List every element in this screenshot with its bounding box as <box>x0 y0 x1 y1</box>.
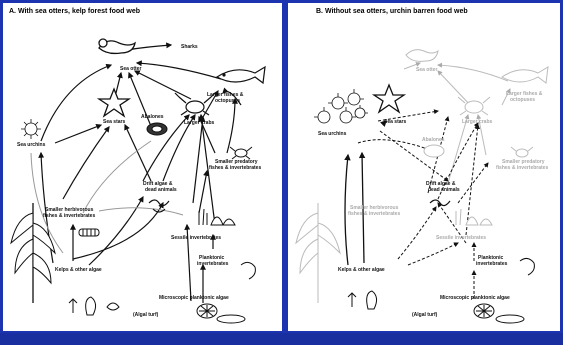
bottom-frame-bar <box>0 333 563 345</box>
sea-urchin-cluster-icon <box>314 89 368 123</box>
label-kelps-b: Kelps & other algae <box>338 267 385 273</box>
label-kelps: Kelps & other algae <box>55 267 102 273</box>
sea-otter-icon <box>99 39 135 53</box>
food-web-grey-arrows-a <box>31 141 183 253</box>
label-sea-otter: Sea otter <box>120 66 141 72</box>
algae-cluster-icon <box>69 297 119 315</box>
fish-school-icon-b <box>496 315 524 323</box>
planktonic-invertebrate-icon <box>241 262 255 279</box>
label-abalones: Abalones <box>141 114 164 120</box>
label-smaller-herbivorous-2: fishes & invertebrates <box>43 213 95 219</box>
abalone-faded-icon <box>424 145 444 157</box>
label-octopuses: octopuses <box>215 98 240 104</box>
planktonic-invertebrate-icon-b <box>520 258 534 275</box>
panel-a-title: A. With sea otters, kelp forest food web <box>9 8 140 15</box>
label-larger-crabs-b: Larger crabs <box>462 119 493 125</box>
fish-school-icon <box>217 315 245 323</box>
label-sea-stars-b: Sea stars <box>384 119 406 125</box>
label-smaller-predatory-2-b: fishes & invertebrates <box>496 165 548 171</box>
label-drift-2: dead animals <box>145 187 177 193</box>
sea-star-icon-b <box>374 85 404 112</box>
label-sharks: Sharks <box>181 44 198 50</box>
label-sea-stars: Sea stars <box>103 119 125 125</box>
large-crab-faded-icon <box>458 97 490 115</box>
sessile-invertebrates-icon <box>199 209 235 225</box>
diatom-icon <box>197 304 217 318</box>
panel-b-title: B. Without sea otters, urchin barren foo… <box>316 8 468 15</box>
small-crab-faded-icon <box>511 147 533 157</box>
solid-arrows-b <box>345 121 386 265</box>
sea-urchin-icon <box>21 119 41 139</box>
label-planktonic-2: invertebrates <box>197 261 229 267</box>
label-smaller-herbivorous-2-b: fishes & invertebrates <box>348 211 400 217</box>
label-microscopic: Microscopic planktonic algae <box>159 295 229 301</box>
label-drift-2-b: dead animals <box>428 187 460 193</box>
label-sessile-b: Sessile invertebrates <box>436 235 486 241</box>
abalone-icon <box>147 123 167 135</box>
diatom-icon-b <box>474 304 494 318</box>
sea-star-icon <box>99 89 129 116</box>
panel-without-sea-otters: B. Without sea otters, urchin barren foo… <box>288 3 560 331</box>
small-crab-icon <box>230 147 252 159</box>
kelp-faded-icon <box>296 203 340 303</box>
algae-cluster-icon-b <box>348 291 377 309</box>
label-larger-crabs: Larger crabs <box>184 120 215 126</box>
label-microscopic-b: Microscopic planktonic algae <box>440 295 510 301</box>
label-octopuses-b: octopuses <box>510 97 535 103</box>
faded-arrows-b <box>404 63 510 183</box>
label-sessile: Sessile invertebrates <box>171 235 221 241</box>
panel-with-sea-otters: A. With sea otters, kelp forest food web <box>3 3 282 331</box>
label-smaller-predatory-2: fishes & invertebrates <box>209 165 261 171</box>
label-algal-turf-b: (Algal turf) <box>412 312 438 318</box>
fish-faded-icon <box>502 67 548 83</box>
sea-otter-faded-icon <box>406 50 438 62</box>
fish-icon <box>217 67 265 83</box>
label-abalones-b: Abalones <box>422 137 445 143</box>
chiton-icon <box>79 229 99 236</box>
sessile-faded-icon <box>456 209 492 225</box>
food-web-diagram-a: A. With sea otters, kelp forest food web <box>3 3 282 331</box>
label-algal-turf: (Algal turf) <box>133 312 159 318</box>
label-sea-urchins-b: Sea urchins <box>318 131 347 137</box>
drift-algae-icon-b <box>430 200 450 206</box>
label-sea-urchins: Sea urchins <box>17 142 46 148</box>
label-planktonic-2-b: invertebrates <box>476 261 508 267</box>
label-sea-otter-b: Sea otter <box>416 67 437 73</box>
food-web-diagram-b: B. Without sea otters, urchin barren foo… <box>288 3 560 331</box>
